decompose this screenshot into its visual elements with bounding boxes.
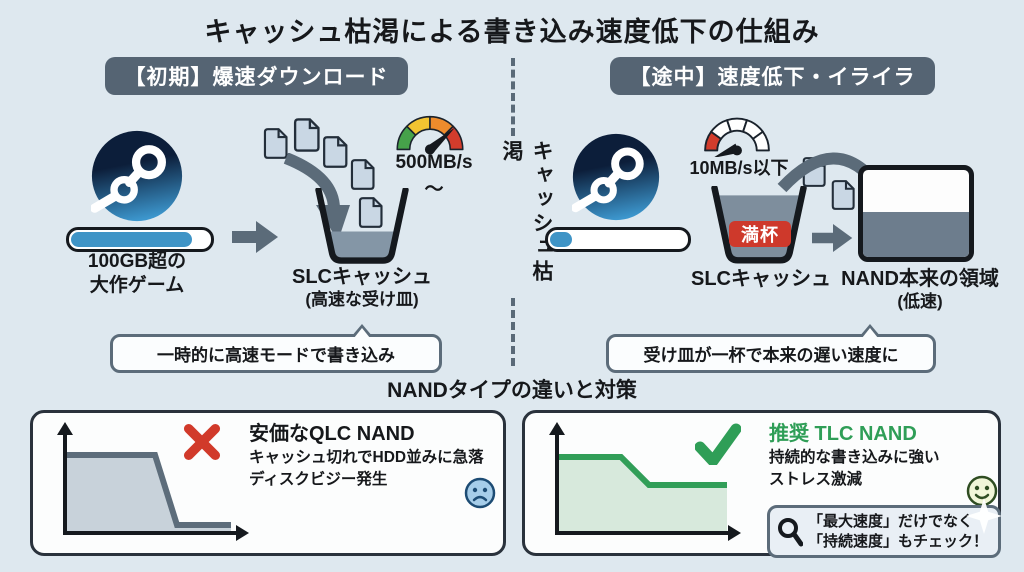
steam-icon xyxy=(572,133,660,221)
speed-value-slow: 10MB/s以下 xyxy=(689,158,789,178)
progress-fill xyxy=(550,232,573,247)
stage-badge-midway: 【途中】速度低下・イライラ xyxy=(610,57,935,95)
divider-dash-top xyxy=(511,58,515,136)
slc-cache-label: SLCキャッシュ (高速な受け皿) xyxy=(292,266,432,309)
smiley-face-icon xyxy=(966,475,998,507)
qlc-title: 安価なQLC NAND xyxy=(249,423,415,445)
file-icon xyxy=(263,128,288,159)
tlc-desc-2: ストレス激減 xyxy=(769,471,863,489)
qlc-speed-chart xyxy=(57,422,249,541)
page-title: キャッシュ枯渇による書き込み速度低下の仕組み xyxy=(204,17,820,47)
file-icon xyxy=(350,159,375,190)
magnifier-icon xyxy=(778,517,803,546)
arrow-right-icon xyxy=(812,224,853,252)
tlc-desc-1: 持続的な書き込みに強い xyxy=(769,449,940,466)
file-icon xyxy=(293,118,320,152)
speed-value-fast: 500MB/s～ xyxy=(395,152,473,200)
sparkle-icon xyxy=(966,498,1002,534)
divider-label: キャッシュ枯渇 xyxy=(500,140,553,284)
game-size-label: 100GB超の 大作ゲーム xyxy=(87,251,187,296)
qlc-text-block: 安価なQLC NAND キャッシュ切れでHDD並みに急落 ディスクビジー発生 xyxy=(249,421,497,492)
speedometer-fast-icon xyxy=(396,115,464,155)
slc-cache-label: SLCキャッシュ xyxy=(691,268,831,290)
sad-face-icon xyxy=(464,477,496,509)
file-icon xyxy=(831,180,855,210)
qlc-panel: 安価なQLC NAND キャッシュ切れでHDD並みに急落 ディスクビジー発生 xyxy=(30,410,506,556)
steam-icon xyxy=(91,130,183,222)
tip-callout: 「最大速度」だけでなく 「持続速度」もチェック！ xyxy=(767,505,1001,558)
progress-fill xyxy=(71,232,192,247)
x-mark-icon xyxy=(183,423,221,461)
download-progress-bar-slow xyxy=(545,227,691,252)
nand-area-fill xyxy=(863,211,969,257)
nand-area-box xyxy=(858,165,974,262)
check-mark-icon xyxy=(695,423,741,465)
callout-slow-write: 受け皿が一杯で本来の遅い速度に xyxy=(606,324,936,373)
speedometer-slow-icon xyxy=(704,117,770,157)
tlc-title: 推奨 TLC NAND xyxy=(769,423,917,445)
download-progress-bar-fast xyxy=(66,227,214,252)
tip-text: 「最大速度」だけでなく 「持続速度」もチェック！ xyxy=(808,513,989,550)
divider-dash-bottom xyxy=(511,298,515,366)
tlc-speed-chart xyxy=(549,422,741,541)
nand-area-label: NAND本来の領域 (低速) xyxy=(841,268,999,311)
qlc-desc-1: キャッシュ切れでHDD並みに急落 xyxy=(249,449,484,466)
file-icon xyxy=(323,136,348,168)
arrow-right-icon xyxy=(232,221,278,253)
tlc-text-block: 推奨 TLC NAND 持続的な書き込みに強い ストレス激減 xyxy=(769,421,997,492)
callout-fast-write: 一時的に高速モードで書き込み xyxy=(110,324,442,373)
comparison-heading: NANDタイプの違いと対策 xyxy=(387,379,637,402)
qlc-desc-2: ディスクビジー発生 xyxy=(249,471,388,489)
file-icon xyxy=(358,197,383,228)
stage-badge-initial: 【初期】爆速ダウンロード xyxy=(105,57,408,95)
slc-cache-bucket-partial xyxy=(315,188,409,264)
full-badge: 満杯 xyxy=(729,221,791,247)
